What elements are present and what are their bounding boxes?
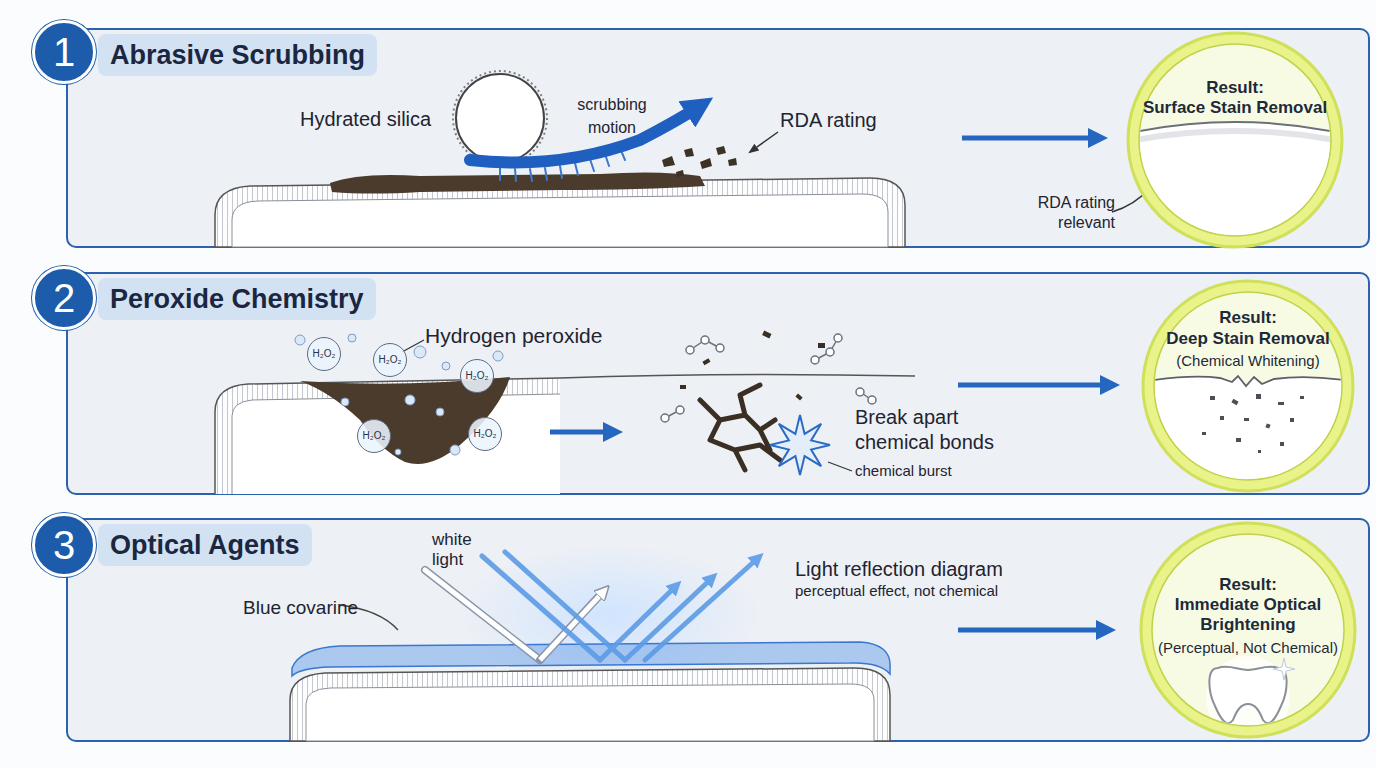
annotation-label: RDA rating relevant	[1025, 193, 1115, 233]
result-circle-outline-g-path	[1125, 122, 1345, 250]
peroxide-bubble: H₂O₂	[468, 417, 502, 451]
result-heading: Result:	[1152, 308, 1344, 328]
result-circle-outline-g-g-rect	[1210, 396, 1215, 400]
result-circle-outline-g-g-rect	[1202, 432, 1206, 435]
molecule-label: H₂O₂	[379, 354, 402, 366]
result-circle: Result:Surface Stain Removal	[1125, 30, 1345, 250]
result-circle-outline-g-g-rect	[1244, 418, 1249, 421]
result-circle-outline-g-g-rect	[1278, 402, 1284, 405]
result-circle-outline-g	[1125, 122, 1345, 250]
result-circle-outline-g	[1140, 376, 1356, 494]
annotation-label: RDA rating	[780, 108, 877, 132]
step-number: 2	[32, 266, 96, 330]
result-circle-outline-g-path	[1209, 667, 1286, 724]
molecule-label: H₂O₂	[363, 430, 386, 442]
step-panel: Peroxide Chemistry2H₂O₂H₂O₂H₂O₂H₂O₂H₂O₂R…	[66, 272, 1370, 495]
result-circle-outline-g-g-rect	[1220, 416, 1224, 420]
result-circle-outline-g-path	[1125, 131, 1345, 142]
annotation-label: perceptual effect, not chemical	[795, 582, 998, 600]
result-text: (Perceptual, Not Chemical)	[1150, 638, 1346, 658]
result-circle-outline-g-g-rect	[1256, 394, 1261, 399]
peroxide-bubble: H₂O₂	[373, 343, 407, 377]
annotation-label: Break apart chemical bonds	[855, 405, 1015, 455]
result-circle: Result:Deep Stain Removal(Chemical White…	[1140, 278, 1356, 494]
result-circle-outline-g-g-rect	[1265, 423, 1270, 428]
result-circle-outline-g-path	[1140, 376, 1356, 494]
step-title: Peroxide Chemistry	[98, 278, 376, 320]
result-circle-outline-circle	[1141, 523, 1355, 737]
annotation-label: Hydrated silica	[300, 107, 431, 131]
result-circle: Result:Immediate Optical Brightening (Per…	[1138, 520, 1358, 740]
result-circle-outline-g-g-rect	[1290, 418, 1294, 422]
step-title: Abrasive Scrubbing	[98, 34, 377, 76]
step-number: 1	[32, 20, 96, 84]
annotation-label: Light reflection diagram	[795, 557, 1003, 581]
annotation-label: Blue covarine	[243, 597, 358, 620]
result-text: Surface Stain Removal	[1137, 98, 1333, 118]
result-circle-outline-g-g	[1202, 394, 1304, 453]
result-heading: Result:	[1137, 78, 1333, 98]
annotation-label: scrubbing motion	[567, 93, 657, 139]
step-panel: Optical Agents3Result:Immediate Optical …	[66, 518, 1370, 742]
annotation-label: Hydrogen peroxide	[425, 323, 602, 348]
result-heading: Result:	[1150, 575, 1346, 595]
annotation-label: white light	[432, 530, 482, 570]
step-number: 3	[32, 513, 96, 577]
molecule-label: H₂O₂	[313, 348, 336, 360]
result-circle-outline	[1125, 30, 1345, 250]
result-circle-outline-g-g-rect	[1258, 450, 1261, 453]
peroxide-bubble: H₂O₂	[357, 419, 391, 453]
step-number-text: 3	[53, 525, 75, 565]
peroxide-bubble: H₂O₂	[307, 337, 341, 371]
molecule-label: H₂O₂	[466, 370, 489, 382]
step-number-text: 1	[53, 32, 75, 72]
result-circle-outline-g-path	[1140, 376, 1356, 386]
result-circle-outline-g-g-rect	[1300, 396, 1304, 399]
peroxide-bubble: H₂O₂	[460, 359, 494, 393]
result-circle-outline-g-path	[1273, 658, 1295, 680]
result-circle-outline-g-g-rect	[1231, 399, 1238, 405]
result-text: Deep Stain Removal	[1152, 329, 1344, 349]
result-circle-outline-g-path	[1125, 122, 1345, 134]
result-circle-outline-g-g-rect	[1236, 438, 1241, 442]
molecule-label: H₂O₂	[474, 428, 497, 440]
result-text: Immediate Optical Brightening	[1150, 595, 1346, 635]
result-circle-outline-g	[1206, 656, 1295, 740]
step-number-text: 2	[53, 278, 75, 318]
annotation-label: chemical burst	[855, 462, 952, 480]
result-text: (Chemical Whitening)	[1152, 351, 1344, 371]
result-circle-outline-g-g-rect	[1280, 442, 1284, 446]
step-panel: Abrasive Scrubbing1Result:Surface Stain …	[66, 28, 1370, 248]
step-title: Optical Agents	[98, 524, 312, 566]
